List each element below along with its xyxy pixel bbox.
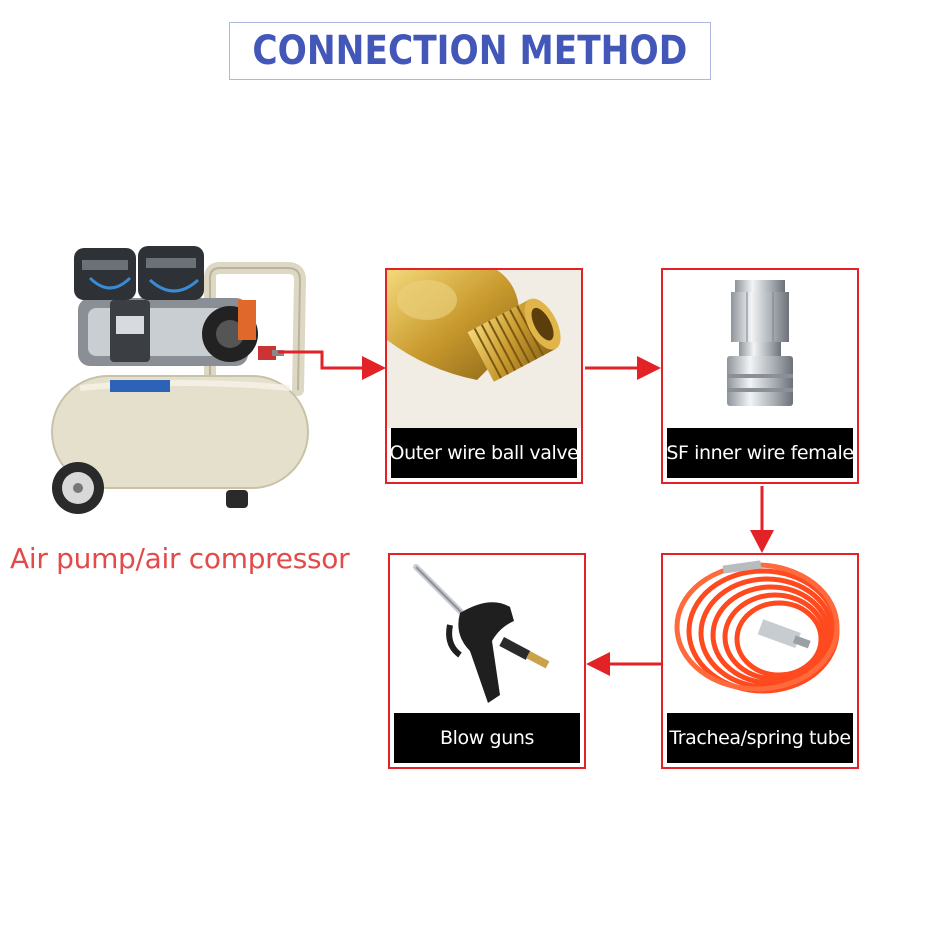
card-sf-inner-wire-female: SF inner wire female	[661, 268, 859, 484]
arrow-down-icon	[750, 530, 774, 553]
card-label: Trachea/spring tube	[667, 713, 853, 763]
air-compressor-icon	[51, 246, 309, 514]
card-label: Blow guns	[394, 713, 580, 763]
air-compressor-label: Air pump/air compressor	[10, 542, 350, 575]
card-trachea-spring-tube: Trachea/spring tube	[661, 553, 859, 769]
arrow-right-icon	[637, 356, 661, 380]
ball-valve-thread-icon	[387, 270, 581, 428]
air-blow-gun-icon	[413, 564, 550, 703]
coiled-spring-hose-icon	[674, 560, 840, 694]
page-title: CONNECTION METHOD	[252, 28, 688, 74]
card-label: Outer wire ball valve	[390, 428, 579, 478]
arrow-right-icon	[362, 356, 386, 380]
card-blow-guns: Blow guns	[388, 553, 586, 769]
arrow-left-icon	[586, 652, 610, 676]
title-box: CONNECTION METHOD	[229, 22, 711, 80]
card-outer-wire-ball-valve: Outer wire ball valve	[385, 268, 583, 484]
quick-coupler-female-icon	[727, 280, 793, 406]
card-label: SF inner wire female	[666, 428, 854, 478]
